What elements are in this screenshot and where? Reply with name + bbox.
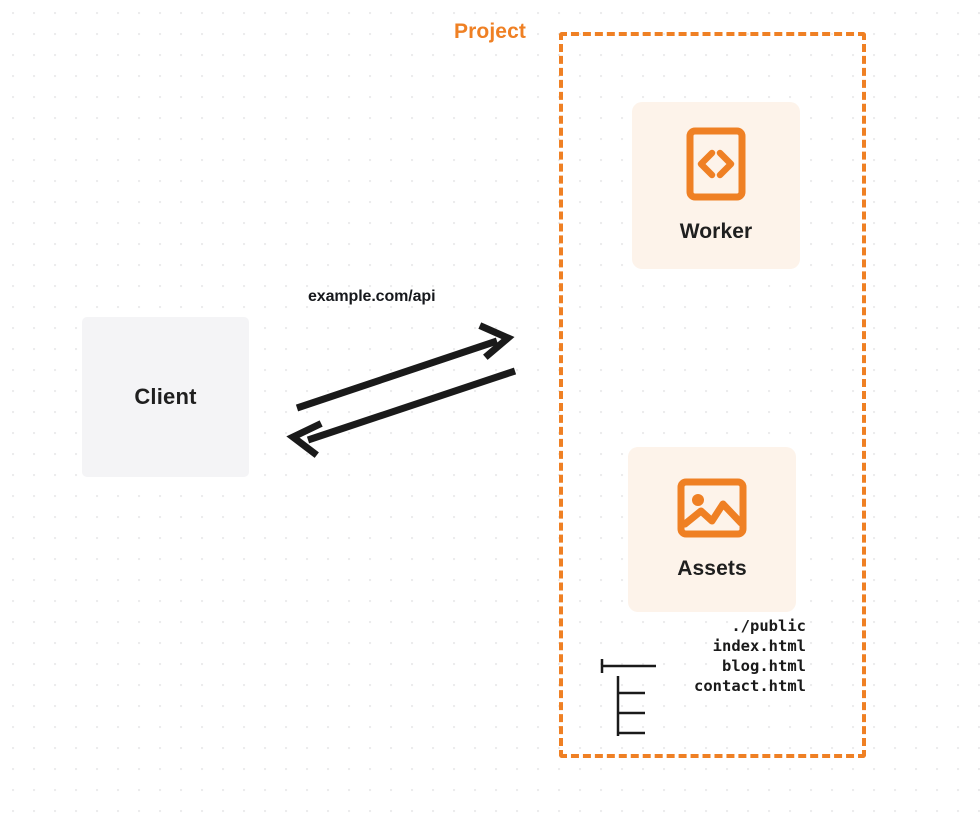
worker-node[interactable]: Worker bbox=[632, 102, 800, 269]
file-tree-name: contact.html bbox=[694, 677, 806, 695]
file-tree-row: blog.html bbox=[600, 656, 812, 716]
connection-label: example.com/api bbox=[308, 288, 436, 305]
tree-child-icon bbox=[600, 656, 662, 716]
file-tree-name: ./public bbox=[731, 617, 806, 635]
file-tree-row: contact.html bbox=[600, 676, 812, 736]
file-tree-name: blog.html bbox=[722, 657, 806, 675]
assets-node[interactable]: Assets bbox=[628, 447, 796, 612]
client-node[interactable]: Client bbox=[82, 317, 249, 477]
asset-file-tree: ./public index.html blog.html bbox=[600, 616, 812, 736]
worker-label: Worker bbox=[679, 220, 753, 243]
tree-branch-icon bbox=[600, 616, 662, 673]
tree-child-icon bbox=[600, 676, 662, 736]
client-label: Client bbox=[134, 384, 197, 409]
code-brackets-icon bbox=[686, 127, 746, 206]
file-tree-row: ./public bbox=[600, 616, 812, 673]
assets-label: Assets bbox=[677, 557, 747, 580]
response-arrow bbox=[286, 367, 517, 458]
file-tree-row: index.html bbox=[600, 636, 812, 696]
image-icon bbox=[677, 478, 747, 543]
project-container bbox=[559, 32, 866, 758]
project-title: Project bbox=[447, 20, 533, 44]
request-arrow bbox=[295, 322, 515, 412]
file-tree-name: index.html bbox=[712, 637, 806, 655]
tree-child-icon bbox=[600, 636, 662, 696]
